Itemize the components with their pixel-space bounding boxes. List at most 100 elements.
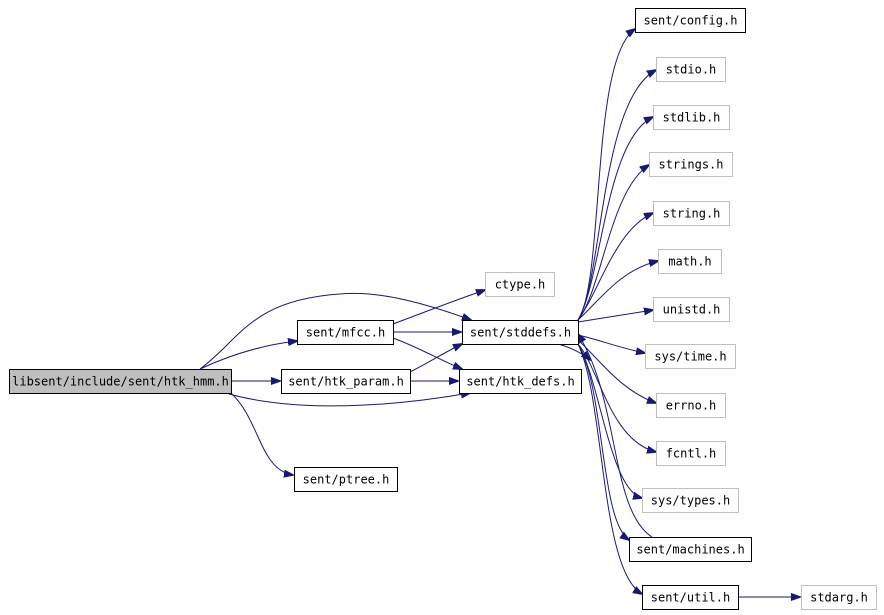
edge-arrow [577,165,649,321]
node-fcntl: fcntl.h [656,441,726,466]
edge-stddefs-to-htkdefs [557,343,590,360]
node-box [801,585,877,610]
edge-root-to-mfcc [199,341,297,370]
node-label: sent/ptree.h [303,473,390,487]
node-label: fcntl.h [666,447,717,461]
edge-arrow [577,310,653,323]
node-unistd: unistd.h [653,297,730,322]
node-label: sent/config.h [644,14,738,28]
node-box [645,344,736,369]
node-label: sys/types.h [651,494,730,508]
node-box [281,369,411,394]
node-label: stdlib.h [663,111,721,125]
node-label: sent/util.h [651,591,730,605]
node-systime: sys/time.h [645,344,736,369]
node-box [459,369,582,394]
node-stdarg: stdarg.h [801,585,877,610]
edge-arrow [578,334,653,538]
node-systypes: sys/types.h [642,488,739,513]
node-label: sent/htk_defs.h [466,375,574,389]
node-box [642,585,739,610]
node-box [635,8,746,33]
edge-arrow [199,341,297,370]
node-box [462,320,579,345]
node-box [297,320,394,345]
edge-arrow [557,343,590,360]
edge-machines-to-stddefs [578,334,653,538]
edge-stddefs-to-stdio [577,70,656,321]
edge-arrow [230,392,293,475]
edge-arrow [577,213,653,321]
node-label: errno.h [666,399,717,413]
edge-stddefs-to-machines [577,343,629,540]
node-ctype: ctype.h [485,272,555,297]
node-label: stdarg.h [810,591,868,605]
edge-htkparam-to-stddefs [409,344,462,373]
node-label: unistd.h [663,303,721,317]
edge-arrow [199,292,471,370]
edge-mfcc-to-ctype [392,290,485,325]
node-box [485,272,555,297]
node-label: strings.h [658,158,723,172]
node-box [9,369,232,394]
node-util[interactable]: sent/util.h [642,585,739,610]
node-label: ctype.h [495,278,546,292]
edge-mfcc-to-htkdefs [392,337,462,369]
edge-arrow [577,261,658,321]
node-strings: strings.h [649,152,733,177]
node-config[interactable]: sent/config.h [635,8,746,33]
node-box [629,537,752,562]
node-stdio: stdio.h [656,57,726,82]
node-box [653,201,730,226]
node-box [656,57,726,82]
node-htkparam[interactable]: sent/htk_param.h [281,369,411,394]
node-box [653,297,730,322]
node-htkdefs[interactable]: sent/htk_defs.h [459,369,582,394]
node-label: libsent/include/sent/htk_hmm.h [12,375,229,389]
node-label: sent/htk_param.h [288,375,404,389]
node-box [653,105,730,130]
node-label: sent/machines.h [636,543,744,557]
node-mfcc[interactable]: sent/mfcc.h [297,320,394,345]
node-box [656,441,726,466]
node-label: stdio.h [666,63,717,77]
node-label: sent/stddefs.h [470,326,571,340]
edge-stddefs-to-util [577,343,642,594]
node-box [642,488,739,513]
edge-root-to-ptree [230,392,293,475]
edge-stddefs-to-string [577,213,653,321]
edges-layer [199,29,800,597]
node-label: string.h [663,207,721,221]
edge-arrow [577,343,642,594]
node-stdlib: stdlib.h [653,105,730,130]
nodes-layer: libsent/include/sent/htk_hmm.h sent/mfcc.… [9,8,877,610]
edge-arrow [228,393,470,407]
edge-arrow [577,343,629,540]
edge-arrow [577,29,635,321]
node-math: math.h [658,249,722,274]
edge-arrow [392,337,462,369]
edge-arrow [577,117,653,321]
node-root[interactable]: libsent/include/sent/htk_hmm.h [9,369,232,394]
node-box [658,249,722,274]
edge-arrow [409,344,462,373]
node-label: sent/mfcc.h [306,326,385,340]
edge-stddefs-to-config [577,29,635,321]
edge-stddefs-to-math [577,261,658,321]
node-label: sys/time.h [654,350,726,364]
edge-stddefs-to-unistd [577,310,653,323]
edge-root-to-htkdefs [228,393,470,407]
edge-root-to-stddefs [199,292,471,370]
node-string: string.h [653,201,730,226]
node-errno: errno.h [656,393,726,418]
edge-stddefs-to-stdlib [577,117,653,321]
node-stddefs[interactable]: sent/stddefs.h [462,320,579,345]
node-machines[interactable]: sent/machines.h [629,537,752,562]
node-box [294,467,398,492]
node-ptree[interactable]: sent/ptree.h [294,467,398,492]
edge-arrow [577,70,656,321]
edge-arrow [392,290,485,325]
edge-stddefs-to-strings [577,165,649,321]
